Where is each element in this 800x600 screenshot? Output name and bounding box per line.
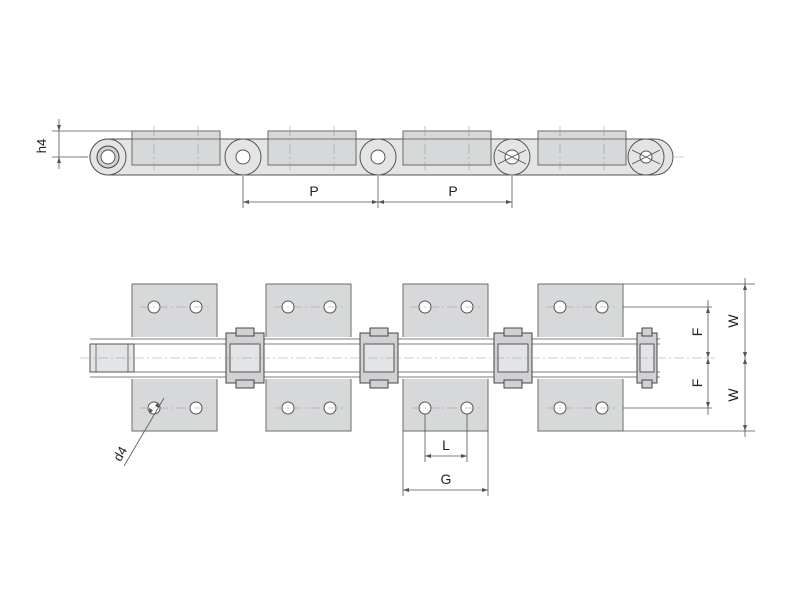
label-f-upper: F — [689, 328, 705, 337]
top-view: d4 F F W W L G — [80, 278, 755, 496]
label-pitch-1: P — [309, 183, 318, 199]
label-w-lower: W — [725, 388, 741, 402]
label-w-upper: W — [725, 314, 741, 328]
side-bush-hole — [100, 149, 116, 165]
side-cotter-pin-2 — [631, 149, 661, 165]
side-cotter-pin-1 — [497, 149, 527, 165]
dim-h4: h4 — [34, 119, 132, 169]
side-attachment-4 — [537, 130, 627, 166]
label-g: G — [441, 471, 452, 487]
side-pin-3 — [370, 149, 386, 165]
side-attachment-3 — [402, 130, 492, 166]
dim-l-g: L G — [402, 414, 489, 496]
label-h4: h4 — [34, 139, 49, 153]
label-f-lower: F — [689, 379, 705, 388]
label-l: L — [442, 437, 450, 453]
dim-d4: d4 — [110, 397, 165, 467]
label-d4: d4 — [110, 444, 130, 464]
side-attachment-2 — [267, 130, 357, 166]
dim-pitch: P P — [242, 176, 513, 208]
side-pin-2 — [235, 149, 251, 165]
dim-f-w: F F W W — [623, 278, 755, 437]
side-view: h4 P P — [34, 119, 685, 208]
side-attachment-1 — [131, 130, 221, 166]
label-pitch-2: P — [448, 183, 457, 199]
